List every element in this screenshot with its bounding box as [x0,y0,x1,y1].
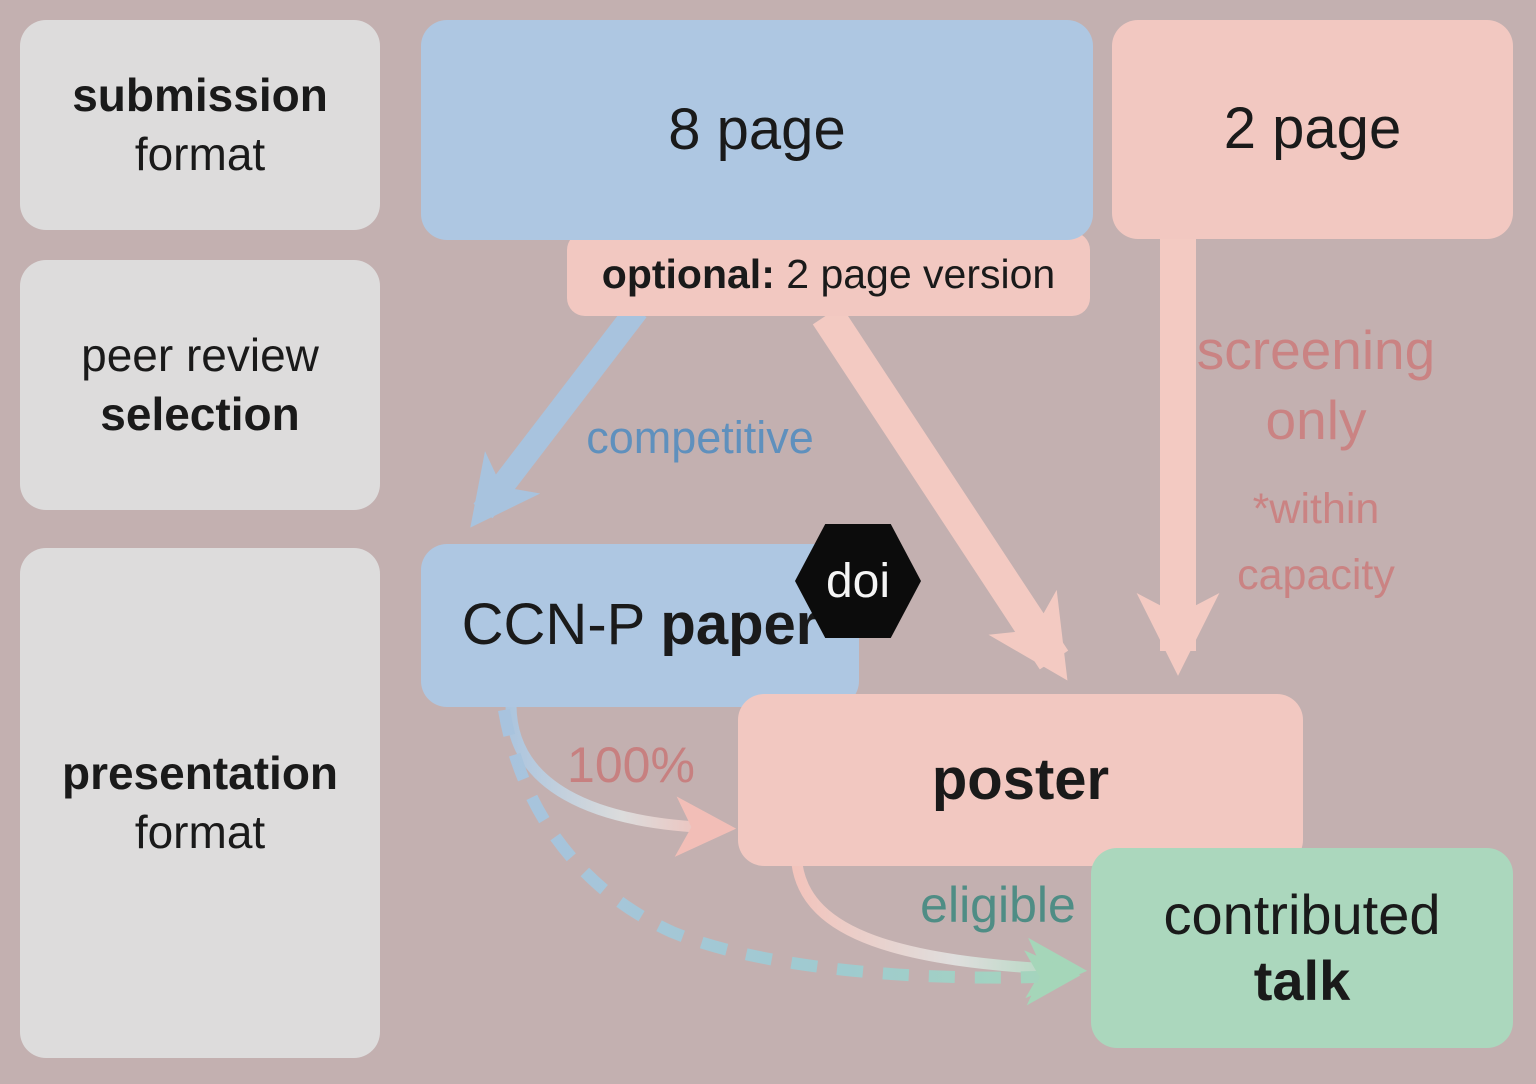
ccnp-prefix: CCN-P [461,592,661,658]
annotation-100-percent: 100% [556,736,706,794]
node-poster-label: poster [931,746,1110,812]
node-contributed-talk: contributed talk [1091,848,1513,1048]
row-label-line: format [134,806,266,858]
annotation-capacity-line: capacity [1237,550,1395,599]
arrow-8page-to-ccnp [470,302,647,528]
row-label-line: presentation [61,747,339,800]
annotation-competitive: competitive [555,412,845,464]
row-label-peer-review-selection: peer review selection [20,260,380,510]
node-8-page-label: 8 page [668,96,846,162]
annotation-eligible-text: eligible [920,877,1076,933]
optional-prefix: optional: [601,250,775,297]
node-2-page: 2 page [1112,20,1513,239]
annotation-capacity-line: *within [1252,485,1380,533]
annotation-screening-only: screening only [1160,316,1472,456]
doi-badge-icon: doi [795,524,921,638]
node-2-page-label: 2 page [1223,96,1402,162]
node-8-page: 8 page [421,20,1093,240]
annotation-eligible: eligible [898,876,1098,934]
row-label-line: selection [100,388,300,440]
row-label-line: peer review [81,329,319,382]
row-label-line: format [134,128,266,180]
talk-line: contributed [1163,882,1441,946]
doi-badge-label: doi [825,554,891,608]
talk-line: talk [1253,949,1351,1012]
node-optional-2-page-version: optional: 2 page version [567,232,1090,316]
annotation-competitive-text: competitive [586,412,814,463]
arrow-ccnp-to-poster-100pct [505,705,737,857]
node-poster: poster [738,694,1303,866]
annotation-screening-line: screening [1196,319,1436,381]
arrow-optional-to-poster [812,305,1069,681]
optional-rest: 2 page version [774,250,1056,297]
annotation-100-percent-text: 100% [567,737,695,793]
node-ccnp-paper: CCN-P paper [421,544,859,707]
arrow-ccnp-to-talk-dashed [498,709,1081,1006]
annotation-screening-line: only [1265,388,1367,451]
row-label-line: submission [72,69,328,122]
annotation-within-capacity: *within capacity [1160,477,1472,609]
arrow-poster-to-talk-eligible [791,863,1088,999]
row-label-submission-format: submission format [20,20,380,230]
row-label-presentation-format: presentation format [20,548,380,1058]
ccnp-bold: paper [660,592,819,658]
